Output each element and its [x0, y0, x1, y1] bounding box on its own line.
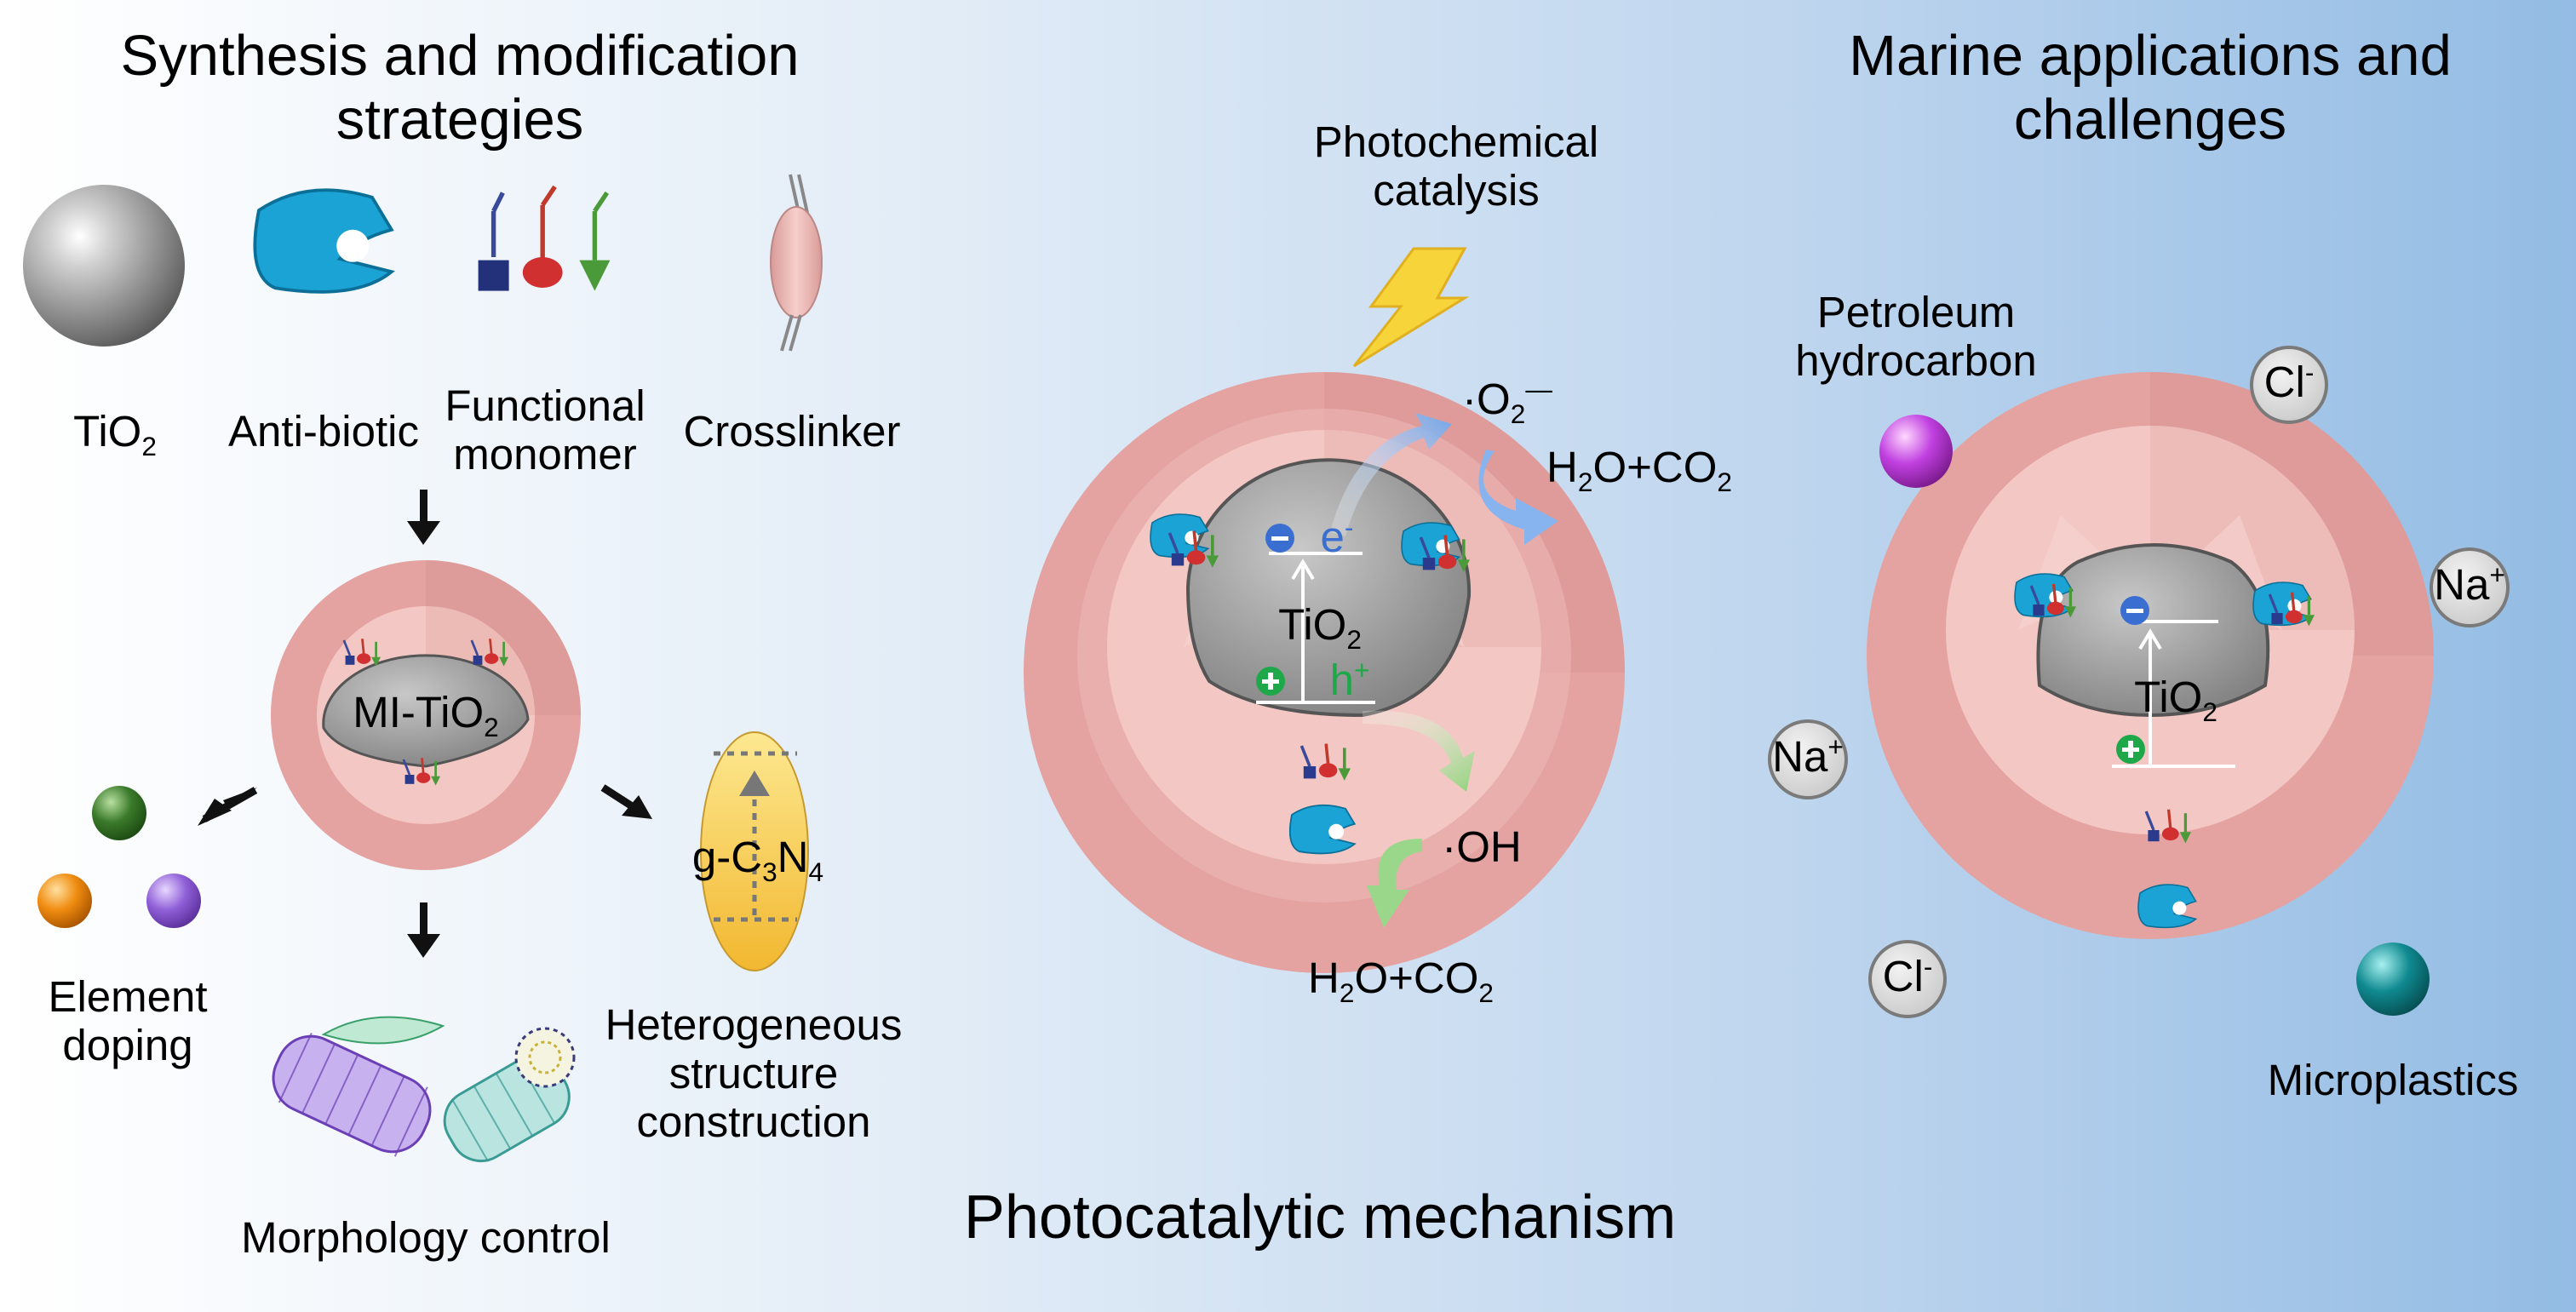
functional-monomer-icon — [478, 185, 611, 291]
sodium-ion-left: Na+ — [1772, 731, 1844, 781]
g-c3n4-sheet — [700, 731, 809, 971]
tio2-label: TiO2 — [73, 407, 157, 462]
tio2-right-label: TiO2 — [2134, 673, 2217, 728]
h2o-co2-top-label: H2O+CO2 — [1546, 443, 1732, 498]
antibiotic-label: Anti-biotic — [228, 407, 419, 455]
tio2-core-label: TiO2 — [1278, 600, 1362, 656]
photocatalyst-particle-large — [1024, 372, 1625, 973]
right-section-title: Marine applications and challenges — [1849, 24, 2452, 152]
mi-tio2-particle — [271, 560, 581, 870]
g-c3n4-label: g-C3N4 — [691, 833, 824, 888]
hydroxyl-label: ·OH — [1442, 822, 1522, 871]
band-gap-lines — [1256, 552, 1375, 704]
lightning-icon — [1352, 247, 1470, 368]
dopant-sphere-icon — [146, 874, 201, 928]
h2o-co2-bottom-label: H2O+CO2 — [1308, 954, 1494, 1009]
mi-tio2-label: MI-TiO2 — [353, 688, 499, 743]
fullerene-icon — [514, 1027, 576, 1088]
petroleum-sphere-icon — [1879, 415, 1953, 488]
superoxide-label: ·O2— — [1462, 374, 1552, 430]
sodium-ion-right: Na+ — [2434, 559, 2505, 609]
antibiotic-icon — [253, 188, 393, 294]
curved-arrow-icon — [1478, 450, 1558, 545]
ion-bubble-icon — [1768, 719, 1848, 799]
microplastics-label: Microplastics — [2267, 1056, 2519, 1104]
electron-label: e- — [1320, 512, 1354, 561]
ion-bubble-icon — [2250, 346, 2328, 424]
crosslinker-label: Crosslinker — [683, 407, 901, 455]
bottom-section-title: Photocatalytic mechanism — [963, 1183, 1677, 1252]
curved-arrow-icon — [1330, 413, 1452, 536]
chloride-ion-bottom: Cl- — [1882, 951, 1933, 1000]
dopant-sphere-icon — [37, 874, 92, 928]
curved-arrow-icon — [1367, 839, 1422, 928]
left-section-title: Synthesis and modification strategies — [120, 24, 800, 152]
microplastic-sphere-icon — [2356, 942, 2430, 1016]
chloride-ion-top: Cl- — [2263, 357, 2315, 406]
tio2-sphere-icon — [23, 185, 185, 347]
dopant-sphere-icon — [92, 786, 146, 840]
curved-arrow-icon — [1363, 710, 1475, 792]
ion-bubble-icon — [1868, 940, 1947, 1018]
morphology-control-label: Morphology control — [241, 1213, 611, 1262]
down-arrow-icon — [198, 490, 652, 958]
hole-label: h+ — [1329, 655, 1370, 704]
crosslinker-icon — [770, 174, 823, 352]
ion-bubble-icon — [2430, 547, 2510, 627]
